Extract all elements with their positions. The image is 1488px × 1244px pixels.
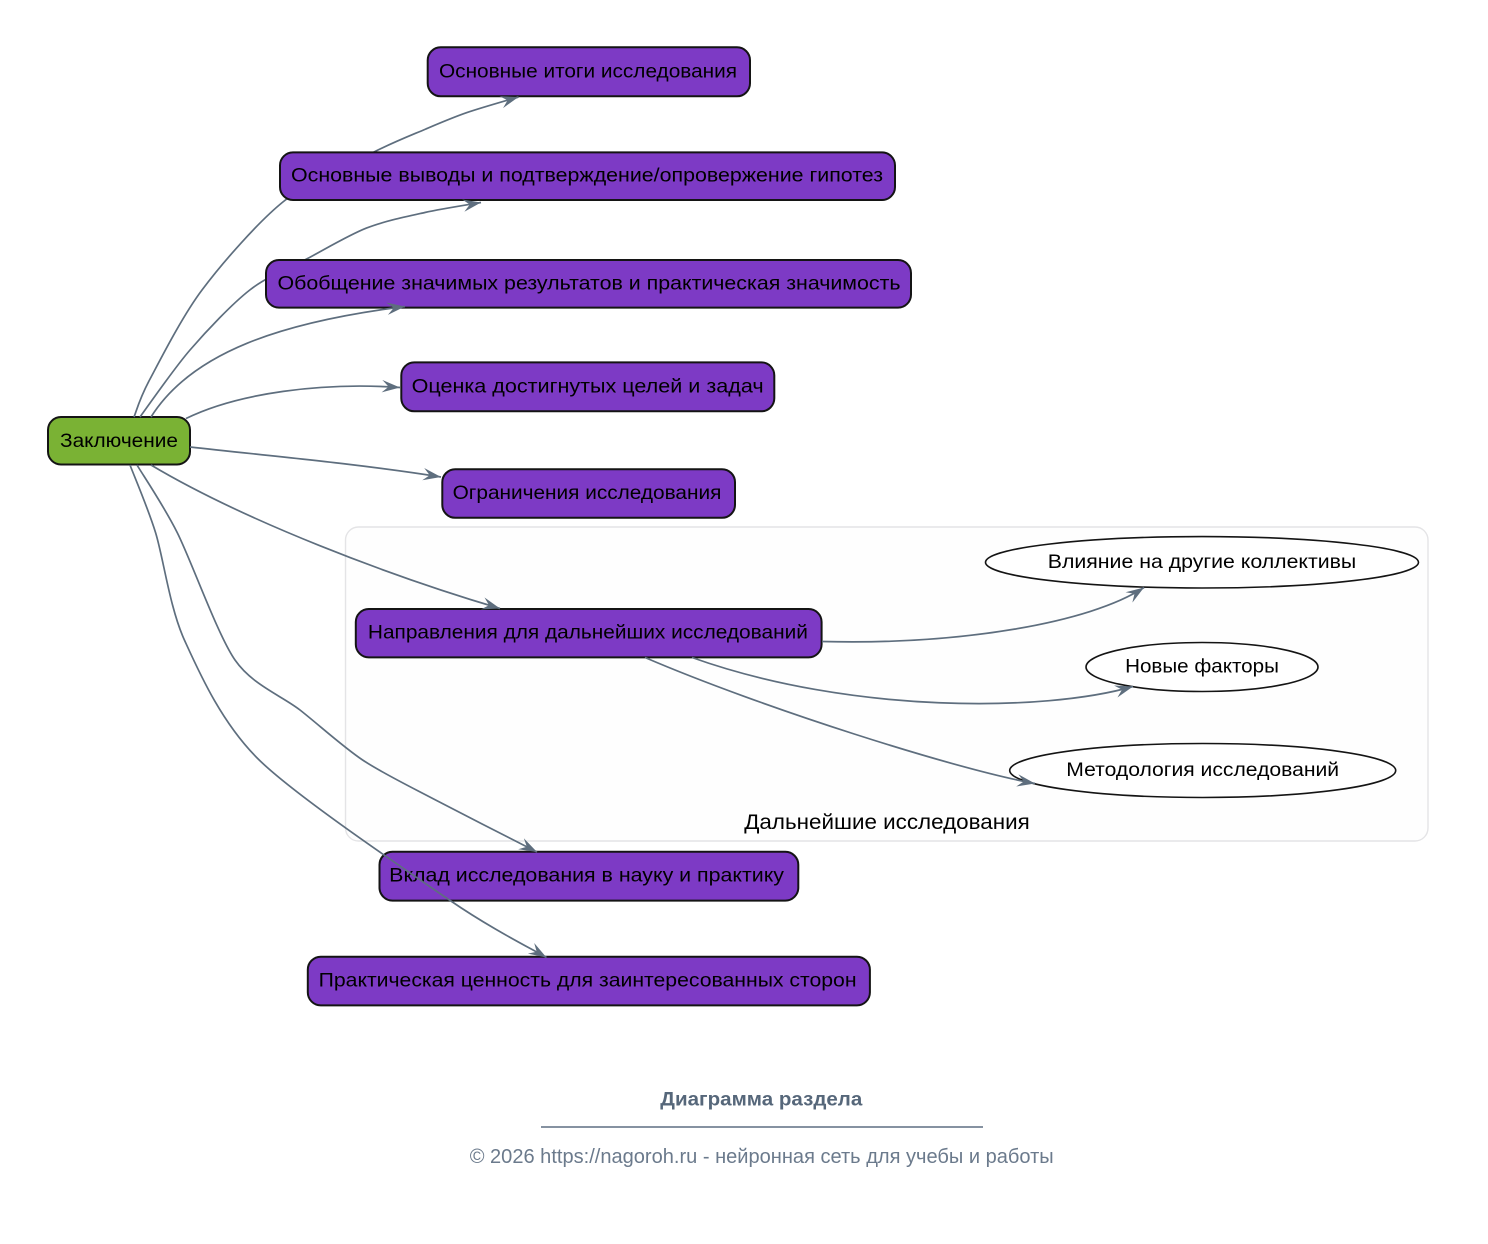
svg-text:Новые факторы: Новые факторы <box>1125 657 1279 678</box>
svg-text:Оценка достигнутых целей и зад: Оценка достигнутых целей и задач <box>412 376 764 397</box>
svg-text:Методология исследований: Методология исследований <box>1066 760 1339 781</box>
svg-text:Основные итоги исследования: Основные итоги исследования <box>439 61 737 82</box>
svg-text:Обобщение значимых результатов: Обобщение значимых результатов и практич… <box>278 273 901 294</box>
svg-text:Основные выводы и подтверждени: Основные выводы и подтверждение/опроверж… <box>291 166 883 187</box>
svg-text:Практическая ценность для заин: Практическая ценность для заинтересованн… <box>319 971 857 992</box>
svg-text:Диаграмма раздела: Диаграмма раздела <box>660 1089 862 1111</box>
svg-text:Заключение: Заключение <box>60 431 178 452</box>
svg-text:Вклад исследования в науку и п: Вклад исследования в науку и практику <box>389 866 784 887</box>
svg-text:Направления для дальнейших исс: Направления для дальнейших исследований <box>368 623 808 644</box>
svg-text:Дальнейшие исследования: Дальнейшие исследования <box>744 810 1030 834</box>
svg-text:Влияние на другие коллективы: Влияние на другие коллективы <box>1048 552 1357 573</box>
svg-text:Ограничения исследования: Ограничения исследования <box>453 483 722 504</box>
svg-text:© 2026 https://nagoroh.ru - не: © 2026 https://nagoroh.ru - нейронная се… <box>470 1145 1054 1168</box>
